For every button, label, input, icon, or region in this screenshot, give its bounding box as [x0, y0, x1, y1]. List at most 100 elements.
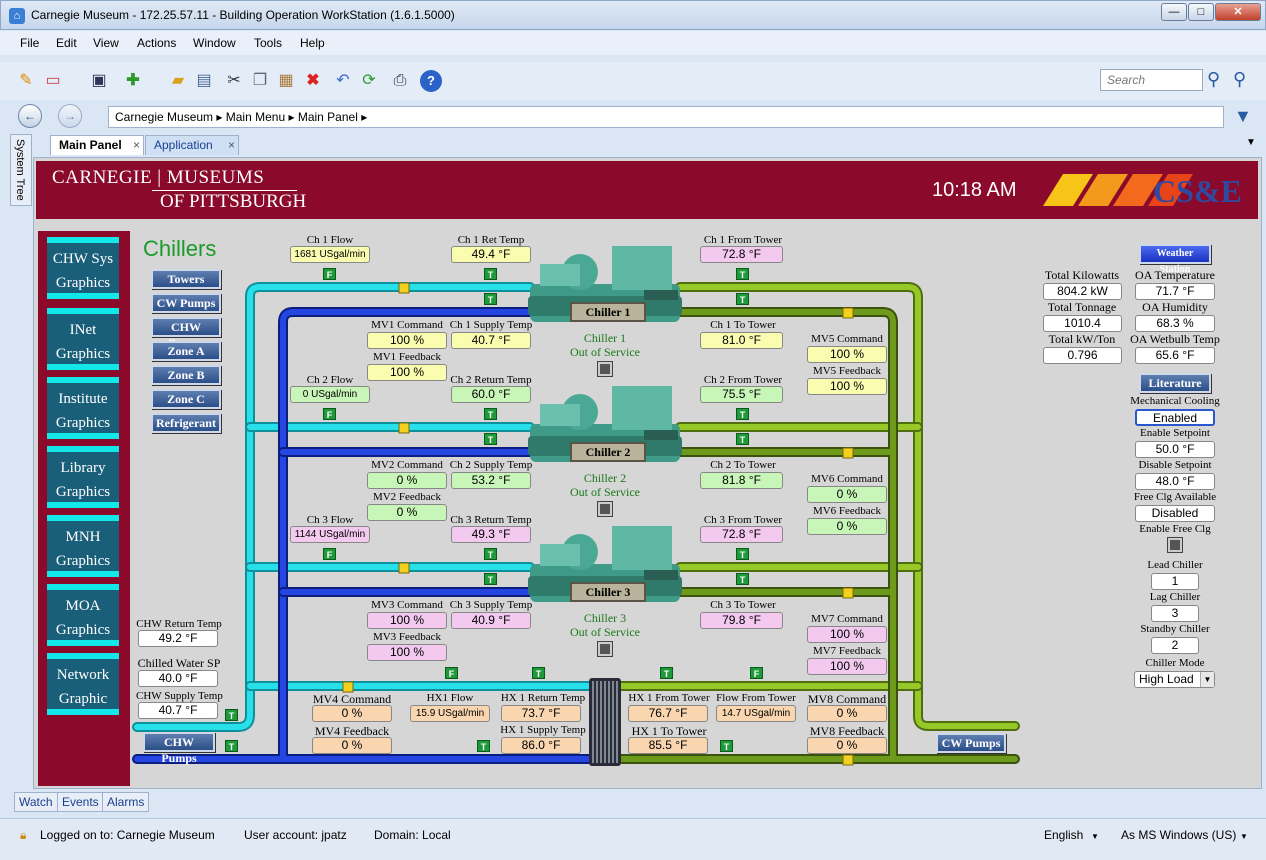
ch2-to-tower-value[interactable]: 81.8 °F — [700, 472, 783, 489]
sidebar-item-institute[interactable]: Institute Graphics — [47, 377, 119, 439]
ch2-supply-value[interactable]: 53.2 °F — [451, 472, 531, 489]
temp-sensor-icon[interactable]: T — [477, 740, 490, 752]
temp-sensor-icon[interactable]: T — [720, 740, 733, 752]
tab-application[interactable]: Application× — [145, 135, 239, 155]
temp-sensor-icon[interactable]: T — [660, 667, 673, 679]
cw-pumps-bottom-button[interactable]: CW Pumps — [936, 733, 1006, 753]
maximize-button[interactable]: □ — [1188, 3, 1214, 21]
brush-icon[interactable]: ✎ — [19, 72, 33, 89]
mv2-cmd-value[interactable]: 0 % — [367, 472, 447, 489]
close-button[interactable]: ✕ — [1215, 3, 1261, 21]
undo-icon[interactable]: ↶ — [336, 72, 350, 89]
breadcrumb-main-menu[interactable]: Main Menu — [225, 110, 286, 124]
flow-sensor-icon[interactable]: F — [445, 667, 458, 679]
temp-sensor-icon[interactable]: T — [736, 293, 749, 305]
temp-sensor-icon[interactable]: T — [225, 740, 238, 752]
chiller-1-toggle[interactable] — [598, 362, 612, 376]
close-tab-icon[interactable]: × — [132, 138, 140, 152]
flow-sensor-icon[interactable]: F — [323, 548, 336, 560]
temp-sensor-icon[interactable]: T — [736, 548, 749, 560]
temp-sensor-icon[interactable]: T — [484, 293, 497, 305]
add-icon[interactable]: ✚ — [126, 72, 140, 89]
delete-icon[interactable]: ✖ — [306, 72, 320, 89]
print-icon[interactable]: ⎙ — [393, 72, 407, 89]
ch1-flow-value[interactable]: 1681 USgal/min — [290, 246, 370, 263]
hx-from-tower-value[interactable]: 76.7 °F — [628, 705, 708, 722]
towers-button[interactable]: Towers — [151, 269, 221, 289]
ch2-from-tower-value[interactable]: 75.5 °F — [700, 386, 783, 403]
total-kw-value[interactable]: 804.2 kW — [1043, 283, 1122, 300]
total-tonnage-value[interactable]: 1010.4 — [1043, 315, 1122, 332]
mv3-cmd-value[interactable]: 100 % — [367, 612, 447, 629]
mv8-fb-value[interactable]: 0 % — [807, 737, 887, 754]
sidebar-item-network[interactable]: Network Graphic — [47, 653, 119, 715]
sidebar-item-chw-sys[interactable]: CHW Sys Graphics — [47, 237, 119, 299]
breadcrumb[interactable]: Carnegie Museum ▸ Main Menu ▸ Main Panel… — [108, 106, 1224, 128]
forward-button[interactable]: → — [58, 104, 82, 128]
flow-sensor-icon[interactable]: F — [323, 268, 336, 280]
standby-chiller-value[interactable]: 2 — [1151, 637, 1199, 654]
oa-temp-value[interactable]: 71.7 °F — [1135, 283, 1215, 300]
temp-sensor-icon[interactable]: T — [484, 548, 497, 560]
refresh-icon[interactable]: ⟳ — [362, 72, 376, 89]
mv8-cmd-value[interactable]: 0 % — [807, 705, 887, 722]
mv7-fb-value[interactable]: 100 % — [807, 658, 887, 675]
weather-station-button[interactable]: Weather Station — [1139, 244, 1211, 275]
ch3-flow-value[interactable]: 1144 USgal/min — [290, 526, 370, 543]
mv4-fb-value[interactable]: 0 % — [312, 737, 392, 754]
tab-events[interactable]: Events — [57, 792, 104, 812]
minimize-button[interactable]: — — [1161, 3, 1187, 21]
mv3-fb-value[interactable]: 100 % — [367, 644, 447, 661]
temp-sensor-icon[interactable]: T — [736, 573, 749, 585]
free-clg-value[interactable]: Disabled — [1135, 505, 1215, 522]
cw-pumps-button[interactable]: CW Pumps — [151, 293, 221, 313]
hx-to-tower-value[interactable]: 85.5 °F — [628, 737, 708, 754]
mv4-cmd-value[interactable]: 0 % — [312, 705, 392, 722]
chiller-mode-select[interactable]: High Load▼ — [1134, 671, 1215, 688]
menu-window[interactable]: Window — [193, 36, 236, 50]
mv6-fb-value[interactable]: 0 % — [807, 518, 887, 535]
sidebar-item-mnh[interactable]: MNH Graphics — [47, 515, 119, 577]
mv1-fb-value[interactable]: 100 % — [367, 364, 447, 381]
save-icon[interactable]: ▤ — [196, 72, 212, 89]
oa-wetbulb-value[interactable]: 65.6 °F — [1135, 347, 1215, 364]
flow-sensor-icon[interactable]: F — [323, 408, 336, 420]
zone-a-button[interactable]: Zone A — [151, 341, 221, 361]
temp-sensor-icon[interactable]: T — [484, 433, 497, 445]
chiller-2-button[interactable]: Chiller 2 — [570, 442, 646, 462]
mv7-cmd-value[interactable]: 100 % — [807, 626, 887, 643]
mech-cooling-value[interactable]: Enabled — [1135, 409, 1215, 426]
hx-supply-value[interactable]: 86.0 °F — [501, 737, 581, 754]
menu-actions[interactable]: Actions — [137, 36, 177, 50]
menu-tools[interactable]: Tools — [254, 36, 283, 50]
advanced-search-icon[interactable]: ⚲ — [1233, 69, 1247, 89]
flow-sensor-icon[interactable]: F — [750, 667, 763, 679]
ch1-ret-value[interactable]: 49.4 °F — [451, 246, 531, 263]
tab-main-panel[interactable]: Main Panel× — [50, 135, 144, 155]
hx-ret-value[interactable]: 73.7 °F — [501, 705, 581, 722]
ch2-ret-value[interactable]: 60.0 °F — [451, 386, 531, 403]
chw-pumps-bottom-button[interactable]: CHW Pumps — [143, 732, 215, 765]
menu-file[interactable]: File — [20, 36, 40, 50]
lag-chiller-value[interactable]: 3 — [1151, 605, 1199, 622]
ch3-to-tower-value[interactable]: 79.8 °F — [700, 612, 783, 629]
temp-sensor-icon[interactable]: T — [225, 709, 238, 721]
mv5-fb-value[interactable]: 100 % — [807, 378, 887, 395]
chw-return-value[interactable]: 49.2 °F — [138, 630, 218, 647]
flow-from-tower-value[interactable]: 14.7 USgal/min — [716, 705, 796, 722]
device-icon[interactable]: ▣ — [91, 72, 107, 89]
temp-sensor-icon[interactable]: T — [736, 408, 749, 420]
lead-chiller-value[interactable]: 1 — [1151, 573, 1199, 590]
ch2-flow-value[interactable]: 0 USgal/min — [290, 386, 370, 403]
ch3-ret-value[interactable]: 49.3 °F — [451, 526, 531, 543]
breadcrumb-main-panel[interactable]: Main Panel — [297, 110, 358, 124]
cut-icon[interactable]: ✂ — [227, 72, 241, 89]
disable-sp-value[interactable]: 48.0 °F — [1135, 473, 1215, 490]
chw-supply-value[interactable]: 40.7 °F — [138, 702, 218, 719]
menu-view[interactable]: View — [93, 36, 119, 50]
temp-sensor-icon[interactable]: T — [484, 573, 497, 585]
copy-icon[interactable]: ❐ — [252, 72, 268, 89]
temp-sensor-icon[interactable]: T — [484, 268, 497, 280]
back-button[interactable]: ← — [18, 104, 42, 128]
mv2-fb-value[interactable]: 0 % — [367, 504, 447, 521]
